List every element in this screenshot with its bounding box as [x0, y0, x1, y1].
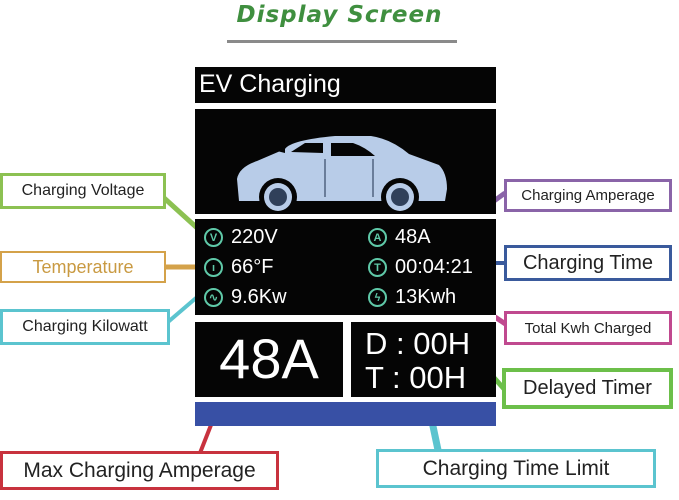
label-delayed-timer: Delayed Timer	[502, 368, 673, 409]
temperature-value: 66°F	[231, 256, 274, 278]
voltage-value: 220V	[231, 226, 278, 248]
kilowatt-readout: ∿ 9.6Kw	[204, 286, 287, 309]
stats-panel: V 220V ı 66°F ∿ 9.6Kw A 48A T 00:04:21 ϟ…	[195, 219, 496, 315]
amperage-value: 48A	[395, 226, 431, 248]
car-panel	[195, 109, 496, 216]
voltage-readout: V 220V	[204, 226, 278, 249]
screen-title: EV Charging	[199, 70, 341, 98]
energy-readout: ϟ 13Kwh	[368, 286, 456, 309]
label-charging-kilowatt: Charging Kilowatt	[0, 309, 170, 345]
screen-header: EV Charging	[195, 67, 496, 103]
label-max-charging-amperage: Max Charging Amperage	[0, 451, 279, 490]
delayed-timer-value: D : 00H	[365, 326, 471, 361]
temperature-readout: ı 66°F	[204, 256, 273, 279]
ev-display-screen: EV Charging V 220V ı 66°F ∿ 9.6Kw	[195, 67, 496, 426]
lightning-icon: ϟ	[368, 288, 387, 307]
timer-icon: T	[368, 258, 387, 277]
diagram-title: Display Screen	[236, 2, 443, 28]
energy-value: 13Kwh	[395, 286, 457, 308]
time-limit-value: T : 00H	[365, 360, 467, 395]
kilowatt-value: 9.6Kw	[231, 286, 287, 308]
label-charging-amperage: Charging Amperage	[504, 179, 672, 212]
voltage-icon: V	[204, 228, 223, 247]
amperage-readout: A 48A	[368, 226, 431, 249]
timer-panel: D : 00H T : 00H	[351, 322, 496, 397]
max-amperage-panel: 48A	[195, 322, 343, 397]
car-icon	[237, 136, 447, 216]
time-readout: T 00:04:21	[368, 256, 473, 279]
thermometer-icon: ı	[204, 258, 223, 277]
title-underline	[227, 40, 457, 43]
pulse-icon: ∿	[204, 288, 223, 307]
time-value: 00:04:21	[395, 256, 473, 278]
ampere-icon: A	[368, 228, 387, 247]
label-charging-time-limit: Charging Time Limit	[376, 449, 656, 488]
max-amperage-value: 48A	[219, 327, 319, 390]
label-charging-time: Charging Time	[504, 245, 672, 281]
label-charging-voltage: Charging Voltage	[0, 173, 166, 209]
label-total-kwh: Total Kwh Charged	[504, 311, 672, 345]
label-temperature: Temperature	[0, 251, 166, 283]
status-bar	[195, 402, 496, 426]
